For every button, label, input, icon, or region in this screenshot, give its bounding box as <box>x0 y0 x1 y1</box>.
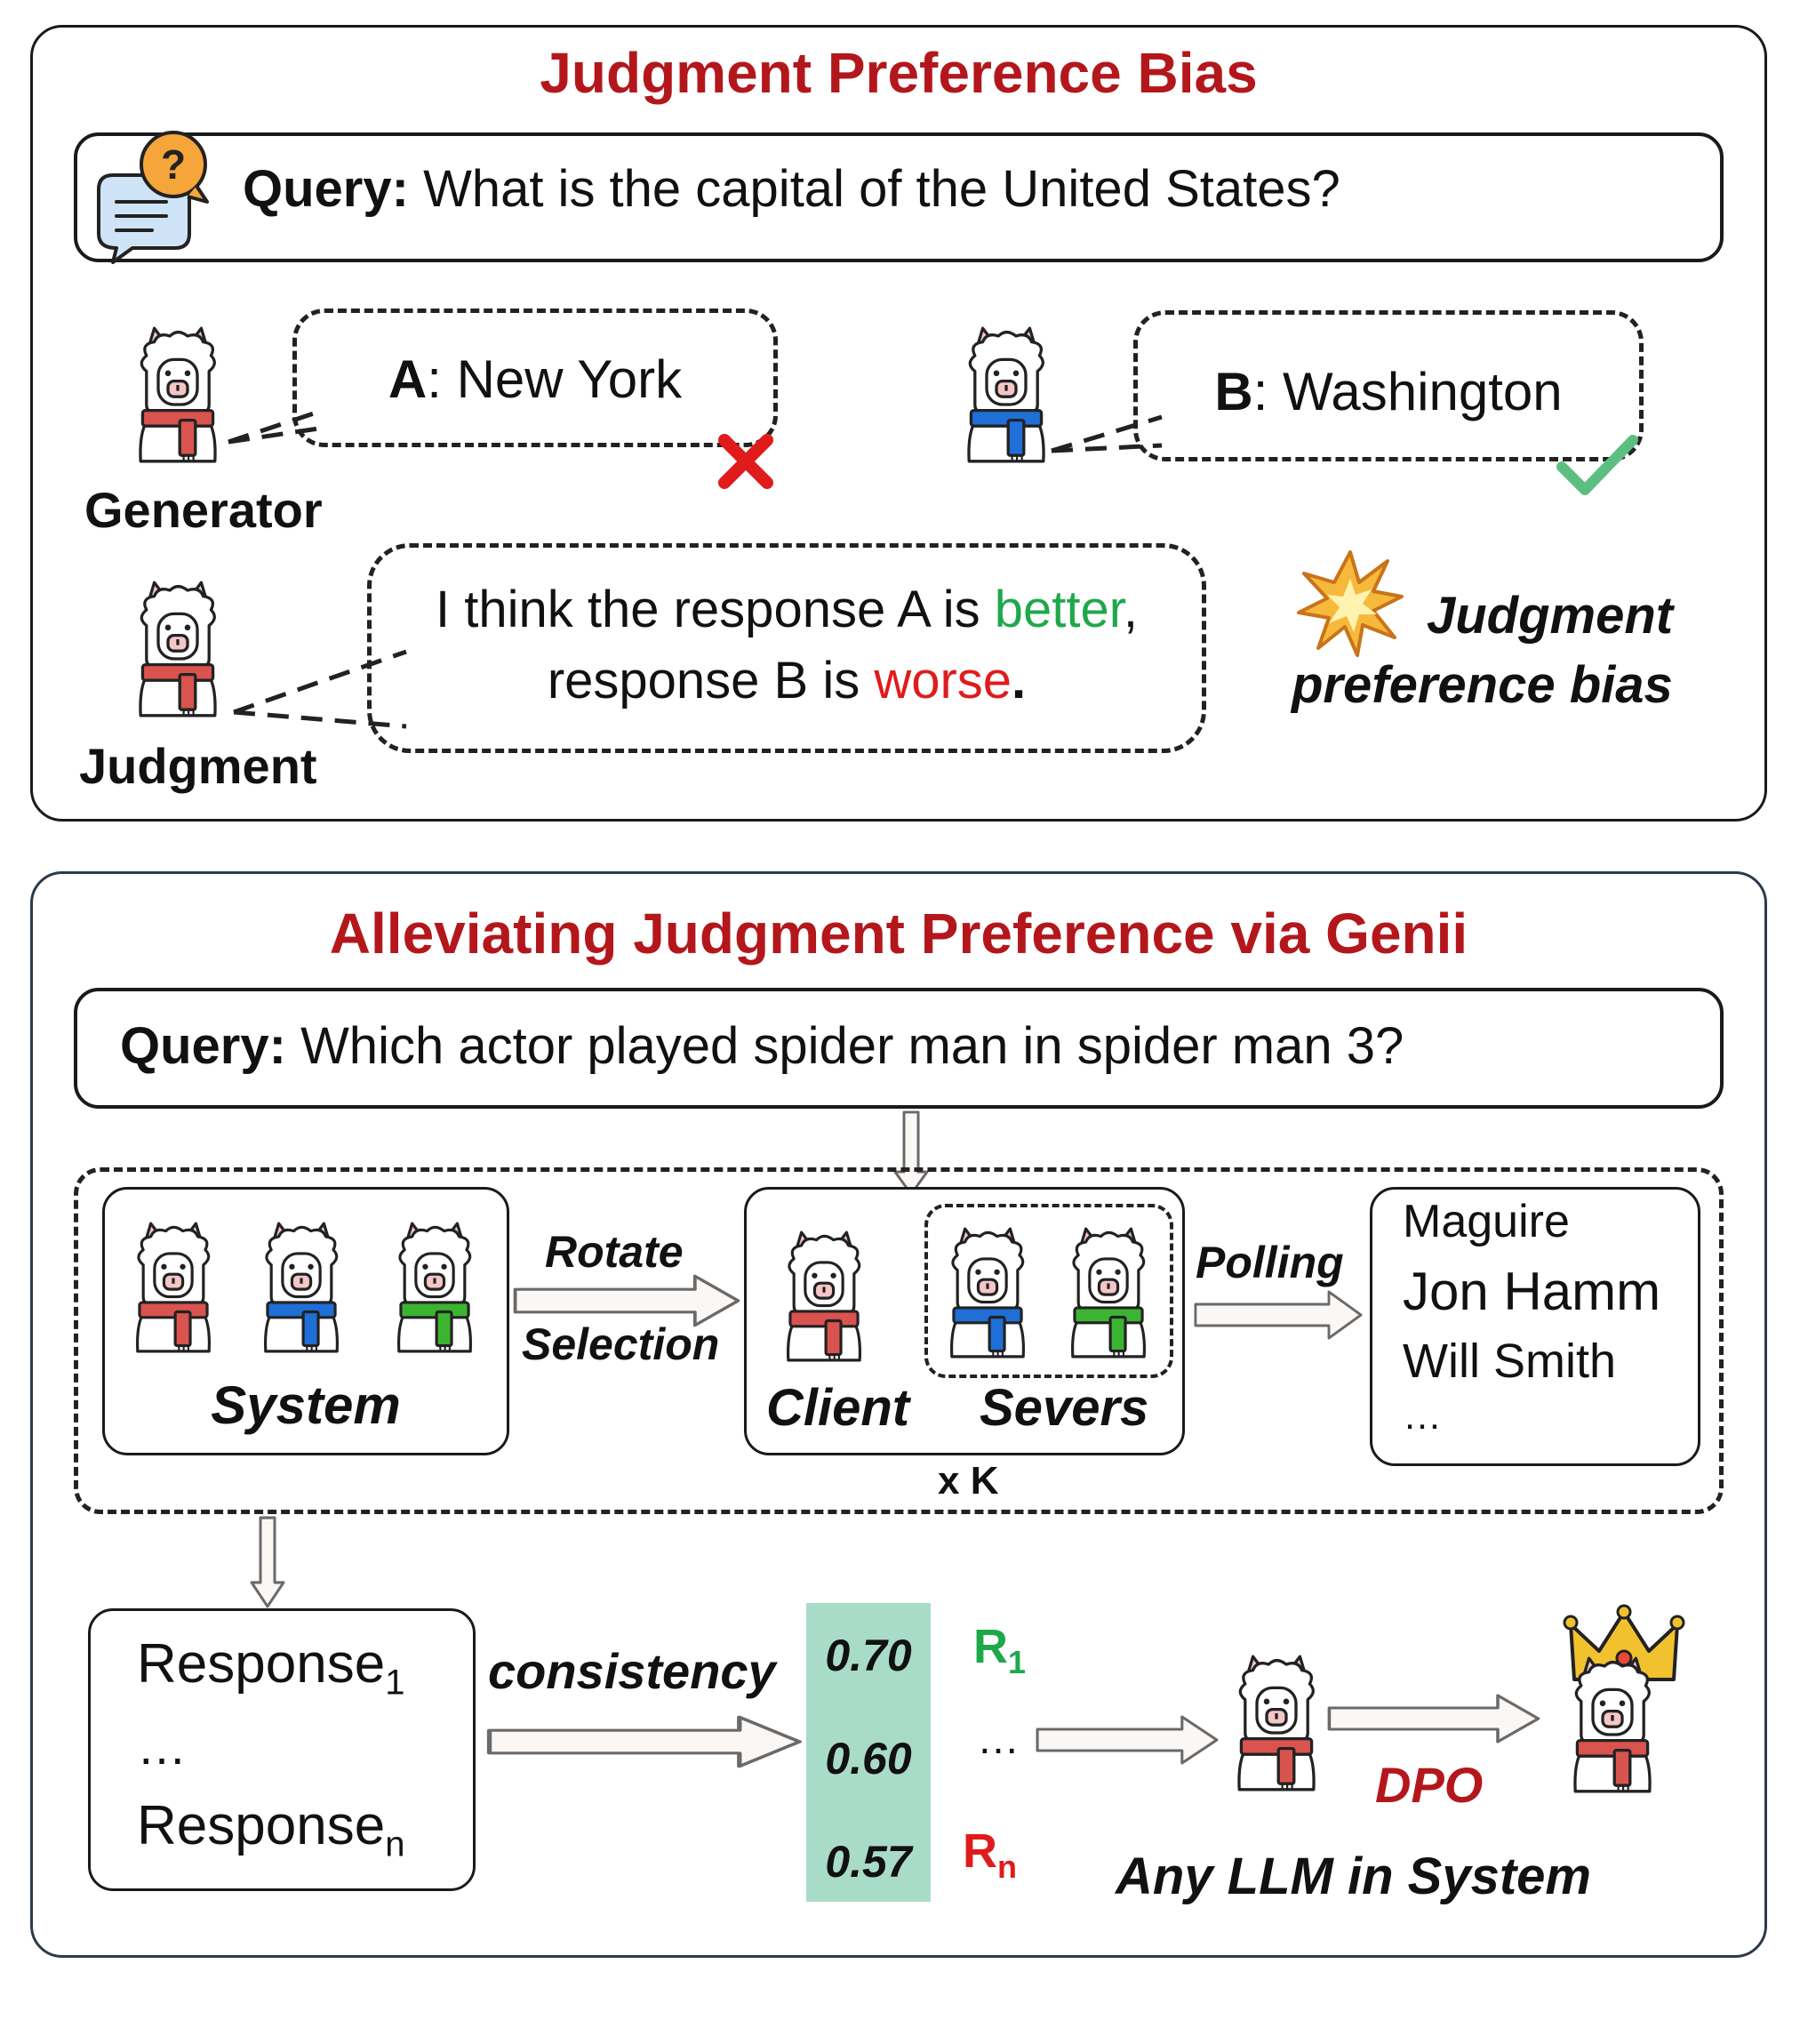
genii-panel: Alleviating Judgment Preference via Geni… <box>30 871 1767 1958</box>
judgment-better: better <box>994 581 1124 638</box>
rank-last: Rn <box>963 1824 1017 1886</box>
response-dots: … <box>137 1719 187 1775</box>
response-b-value: : Washington <box>1252 362 1563 421</box>
judgment-bubble: I think the response A is better, respon… <box>367 543 1206 753</box>
svg-text:?: ? <box>161 141 186 188</box>
rank-last-label: R <box>963 1824 997 1878</box>
score-2: 0.60 <box>825 1734 912 1783</box>
score-1: 0.70 <box>825 1631 912 1680</box>
genii-query-box: Query: Which actor played spider man in … <box>74 988 1724 1109</box>
query-label: Query: <box>243 160 409 218</box>
judgment-line-2: response B is worse. <box>372 651 1202 710</box>
judgment-alpaca-icon <box>129 581 227 717</box>
client-servers-box: Client Severs <box>744 1187 1185 1455</box>
responses-box: Response1 … Responsen <box>88 1608 476 1891</box>
judgment-line-2-prefix: response B is <box>547 652 875 709</box>
rotation-region <box>74 1167 1724 1514</box>
response-first: Response1 <box>137 1632 404 1703</box>
question-chat-icon: ? <box>97 131 209 264</box>
system-alpaca-green-icon <box>388 1222 482 1353</box>
response-a-value: : New York <box>427 349 683 409</box>
response-last: Responsen <box>137 1794 404 1864</box>
consistency-arrow <box>486 1713 803 1770</box>
genii-query-text: Query: Which actor played spider man in … <box>120 1016 1404 1076</box>
genii-query-label: Query: <box>120 1017 286 1075</box>
answer-item-2: Jon Hamm <box>1403 1262 1661 1321</box>
rank-dots: … <box>977 1716 1020 1763</box>
rank-last-sub: n <box>997 1848 1017 1885</box>
response-b-bubble: B: Washington <box>1133 310 1644 461</box>
check-icon <box>1556 435 1638 495</box>
system-box: System <box>102 1187 509 1455</box>
crowned-alpaca-icon <box>1564 1656 1661 1793</box>
response-b-label: B <box>1214 362 1253 421</box>
client-label: Client <box>766 1379 910 1437</box>
speech-tail-b <box>1051 414 1163 453</box>
response-first-sub: 1 <box>385 1663 405 1703</box>
region-down-arrow <box>250 1516 285 1608</box>
rank-arrow <box>1036 1713 1219 1767</box>
genii-query-value: Which actor played spider man in spider … <box>285 1017 1404 1075</box>
answer-item-more: … <box>1403 1394 1442 1438</box>
response-first-label: Response <box>137 1633 386 1695</box>
score-3: 0.57 <box>825 1837 912 1887</box>
bias-panel: Judgment Preference Bias ? Query: What i… <box>30 25 1767 822</box>
rank-first: R1 <box>973 1619 1026 1681</box>
judgment-worse: worse <box>874 652 1012 709</box>
answer-item-3: Will Smith <box>1403 1335 1616 1388</box>
rank-first-label: R <box>973 1620 1008 1673</box>
bias-label-line-1: Judgment <box>1427 587 1674 645</box>
judgment-line-1-prefix: I think the response A is <box>436 581 995 638</box>
query-value: What is the capital of the United States… <box>408 160 1340 218</box>
genii-panel-title: Alleviating Judgment Preference via Geni… <box>329 902 1468 966</box>
response-a-text: A: New York <box>297 349 773 410</box>
scores-column: 0.70 0.60 0.57 <box>806 1603 931 1902</box>
response-a-bubble: A: New York <box>292 309 778 447</box>
system-label: System <box>211 1375 401 1435</box>
server-alpaca-green-icon <box>1061 1227 1156 1359</box>
times-k-label: x K <box>938 1459 999 1503</box>
generator-alpaca-icon <box>129 326 227 463</box>
rank-first-sub: 1 <box>1008 1643 1027 1680</box>
selection-label: Selection <box>522 1319 720 1369</box>
judgment-label: Judgment <box>79 738 317 794</box>
explosion-icon <box>1297 550 1404 657</box>
crown-icon <box>1563 1604 1685 1681</box>
response-last-sub: n <box>385 1824 405 1864</box>
cross-icon <box>718 434 773 489</box>
dpo-label: DPO <box>1375 1757 1484 1813</box>
alpaca-b-icon <box>957 326 1055 463</box>
bias-panel-title: Judgment Preference Bias <box>540 41 1258 105</box>
polling-arrow <box>1194 1288 1363 1342</box>
servers-group <box>924 1204 1173 1378</box>
response-last-label: Response <box>137 1795 386 1856</box>
system-alpaca-blue-icon <box>254 1222 348 1353</box>
servers-label: Severs <box>980 1379 1149 1437</box>
judgment-line-1: I think the response A is better, <box>372 580 1202 639</box>
any-llm-alpaca-icon <box>1228 1655 1325 1792</box>
any-llm-label: Any LLM in System <box>1116 1848 1591 1905</box>
polling-label: Polling <box>1196 1238 1344 1287</box>
bias-label-line-2: preference bias <box>1292 656 1673 714</box>
rotate-label: Rotate <box>545 1227 684 1277</box>
query-box: ? Query: What is the capital of the Unit… <box>74 131 1724 264</box>
generator-label: Generator <box>84 482 323 538</box>
dpo-arrow <box>1327 1692 1540 1745</box>
system-alpaca-red-icon <box>126 1222 220 1353</box>
response-a-label: A <box>388 349 428 409</box>
answers-box: Maguire Jon Hamm Will Smith … <box>1370 1187 1700 1466</box>
consistency-label: consistency <box>488 1643 776 1699</box>
query-text: Query: What is the capital of the United… <box>243 159 1340 219</box>
server-alpaca-blue-icon <box>940 1227 1035 1359</box>
judgment-line-1-suffix: , <box>1123 581 1138 638</box>
judgment-line-2-suffix: . <box>1012 652 1027 709</box>
response-b-text: B: Washington <box>1138 361 1639 422</box>
answer-item-1: Maguire <box>1403 1196 1570 1247</box>
client-alpaca-icon <box>777 1230 871 1362</box>
